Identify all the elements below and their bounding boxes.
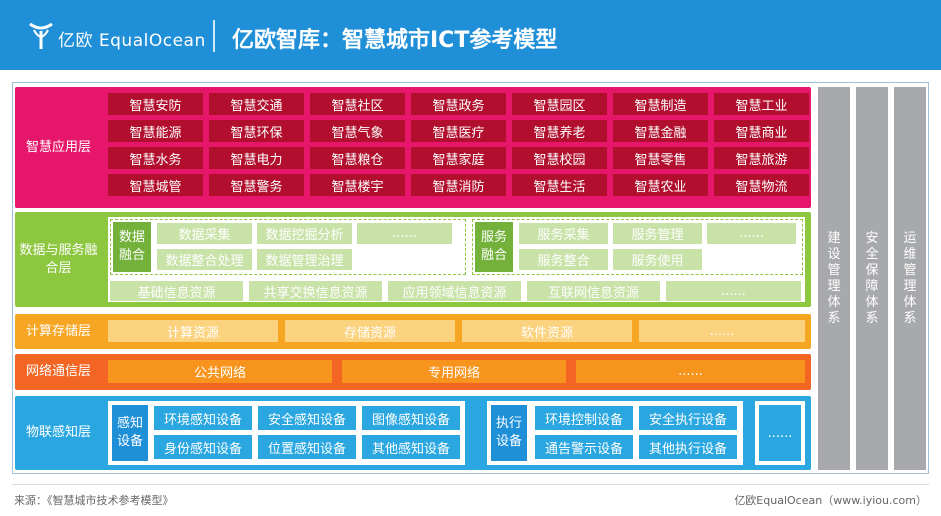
app-item: 智慧制造 [613, 93, 708, 115]
app-item: 智慧政务 [411, 93, 506, 115]
network-layer-label: 网络通信层 [25, 364, 91, 379]
app-item: 智慧旅游 [714, 147, 809, 169]
app-item: 智慧家庭 [411, 147, 506, 169]
sensing-device-item: 其他感知设备 [362, 435, 460, 459]
service-fusion-item: 服务管理 [613, 223, 702, 244]
app-item: 智慧安防 [108, 93, 203, 115]
app-item: 智慧园区 [512, 93, 607, 115]
app-item: 智慧物流 [714, 174, 809, 196]
side-column-label: 运维管理体系 [903, 230, 917, 326]
data-fusion-item: ...... [357, 223, 452, 244]
app-item: 智慧养老 [512, 120, 607, 142]
app-item: 智慧消防 [411, 174, 506, 196]
execution-device-item: 其他执行设备 [639, 435, 737, 459]
app-item: 智慧交通 [209, 93, 304, 115]
iot-sensing-layer: 物联感知层 感知设备 环境感知设备 安全感知设备 图像感知设备 身份感知设备 位… [15, 396, 811, 470]
app-item: 智慧零售 [613, 147, 708, 169]
app-item: 智慧医疗 [411, 120, 506, 142]
logo-text: 亿欧 EqualOcean [58, 31, 206, 51]
page-title: 亿欧智库：智慧城市ICT参考模型 [232, 28, 558, 53]
service-fusion-label: 服务融合 [475, 222, 513, 272]
app-layer-label: 智慧应用层 [25, 139, 91, 155]
info-resource-item: 共享交换信息资源 [249, 281, 382, 301]
info-resource-item: 基础信息资源 [110, 281, 243, 301]
info-resource-item: 应用领域信息资源 [388, 281, 521, 301]
sensing-device-box: 感知设备 环境感知设备 安全感知设备 图像感知设备 身份感知设备 位置感知设备 … [108, 401, 465, 465]
side-column-label: 建设管理体系 [827, 230, 841, 326]
execution-device-item: 环境控制设备 [535, 406, 633, 430]
execution-device-item: 通告警示设备 [535, 435, 633, 459]
app-item: 智慧电力 [209, 147, 304, 169]
service-fusion-item: 服务使用 [613, 249, 702, 270]
app-item: 智慧商业 [714, 120, 809, 142]
app-item: 智慧气象 [310, 120, 405, 142]
service-fusion-item: 服务整合 [519, 249, 608, 270]
network-layer: 网络通信层 公共网络 专用网络 ...... [15, 354, 811, 390]
app-item: 智慧环保 [209, 120, 304, 142]
app-item: 智慧能源 [108, 120, 203, 142]
iot-more-box: ...... [755, 401, 805, 465]
sensing-device-item: 位置感知设备 [258, 435, 356, 459]
header-bar: 亿欧 EqualOcean 亿欧智库：智慧城市ICT参考模型 [0, 0, 941, 70]
network-item: ...... [576, 360, 805, 383]
data-fusion-item: 数据采集 [157, 223, 252, 244]
execution-device-item: 安全执行设备 [639, 406, 737, 430]
app-item: 智慧生活 [512, 174, 607, 196]
app-item: 智慧工业 [714, 93, 809, 115]
execution-device-box: 执行设备 环境控制设备 安全执行设备 通告警示设备 其他执行设备 [487, 401, 743, 465]
app-item: 智慧校园 [512, 147, 607, 169]
side-column-security: 安全保障体系 [856, 87, 888, 470]
compute-item: ...... [639, 320, 805, 342]
network-item: 专用网络 [342, 360, 566, 383]
equalocean-logo-icon [29, 22, 53, 49]
app-item: 智慧农业 [613, 174, 708, 196]
app-layer: 智慧应用层 智慧安防智慧交通智慧社区智慧政务智慧园区智慧制造智慧工业智慧能源智慧… [15, 87, 811, 208]
execution-device-label: 执行设备 [491, 405, 527, 461]
side-column-operations: 运维管理体系 [894, 87, 926, 470]
iot-more-item: ...... [759, 405, 801, 461]
app-item: 智慧楼宇 [310, 174, 405, 196]
brand-note: 亿欧EqualOcean（www.iyiou.com） [734, 494, 927, 507]
app-item: 智慧社区 [310, 93, 405, 115]
service-fusion-box: 服务融合 服务采集 服务管理 ...... 服务整合 服务使用 [472, 219, 803, 275]
network-item: 公共网络 [108, 360, 332, 383]
app-item: 智慧警务 [209, 174, 304, 196]
compute-item: 软件资源 [462, 320, 632, 342]
footer-divider [12, 484, 929, 485]
app-item: 智慧城管 [108, 174, 203, 196]
sensing-device-item: 安全感知设备 [258, 406, 356, 430]
data-fusion-item: 数据整合处理 [157, 249, 252, 270]
data-layer-label: 数据与服务融合层 [19, 242, 98, 276]
service-fusion-item: ...... [707, 223, 796, 244]
service-fusion-item: 服务采集 [519, 223, 608, 244]
compute-item: 存储资源 [285, 320, 455, 342]
app-item: 智慧水务 [108, 147, 203, 169]
app-grid: 智慧安防智慧交通智慧社区智慧政务智慧园区智慧制造智慧工业智慧能源智慧环保智慧气象… [108, 93, 809, 196]
side-column-label: 安全保障体系 [865, 230, 879, 326]
info-resource-item: 互联网信息资源 [527, 281, 660, 301]
compute-storage-layer: 计算存储层 计算资源 存储资源 软件资源 ...... [15, 314, 811, 349]
sensing-device-item: 身份感知设备 [154, 435, 252, 459]
data-service-layer: 数据与服务融合层 数据融合 数据采集 数据挖掘分析 ...... 数据整合处理 … [15, 212, 811, 307]
data-fusion-label: 数据融合 [113, 222, 151, 272]
app-item: 智慧金融 [613, 120, 708, 142]
sensing-device-item: 图像感知设备 [362, 406, 460, 430]
data-fusion-box: 数据融合 数据采集 数据挖掘分析 ...... 数据整合处理 数据管理治理 [110, 219, 466, 275]
data-panel: 数据融合 数据采集 数据挖掘分析 ...... 数据整合处理 数据管理治理 服务… [108, 217, 805, 302]
app-item: 智慧粮仓 [310, 147, 405, 169]
source-note: 来源：《智慧城市技术参考模型》 [14, 494, 174, 507]
compute-item: 计算资源 [108, 320, 278, 342]
data-fusion-item: 数据挖掘分析 [257, 223, 352, 244]
data-fusion-item: 数据管理治理 [257, 249, 352, 270]
sensing-device-item: 环境感知设备 [154, 406, 252, 430]
side-column-construction: 建设管理体系 [818, 87, 850, 470]
compute-layer-label: 计算存储层 [25, 323, 91, 339]
iot-layer-label: 物联感知层 [25, 425, 91, 440]
header-divider [213, 20, 215, 52]
sensing-device-label: 感知设备 [112, 405, 148, 461]
info-resource-item: ...... [666, 281, 801, 301]
